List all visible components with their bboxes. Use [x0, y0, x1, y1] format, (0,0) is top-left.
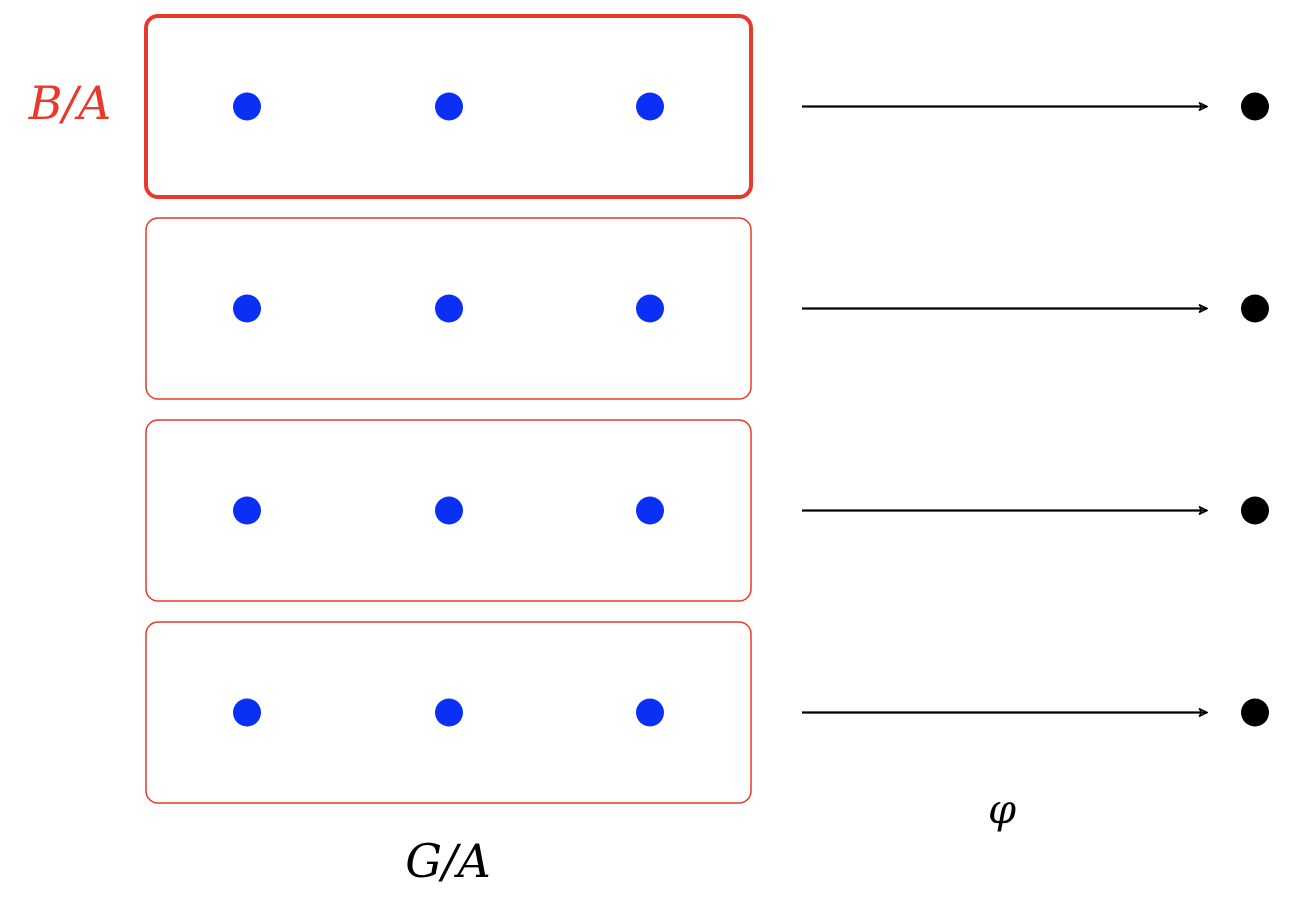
map-arrow-2	[802, 294, 1269, 323]
group-element-dot	[636, 294, 664, 323]
coset-2	[145, 217, 752, 400]
coset-box	[145, 621, 752, 804]
arrows-group	[802, 92, 1269, 727]
group-element-dot	[636, 92, 664, 121]
group-element-dot	[435, 294, 463, 323]
subgroup-quotient-label: B/A	[28, 76, 112, 130]
group-element-dot	[233, 496, 261, 525]
group-element-dot	[636, 698, 664, 727]
map-arrow-1	[802, 92, 1269, 121]
coset-3	[145, 419, 752, 602]
cosets-group	[144, 14, 753, 804]
image-point-dot	[1241, 294, 1269, 323]
coset-4	[145, 621, 752, 804]
group-element-dot	[636, 496, 664, 525]
group-element-dot	[233, 294, 261, 323]
image-point-dot	[1241, 698, 1269, 727]
map-arrow-4	[802, 698, 1269, 727]
group-quotient-label: G/A	[405, 834, 490, 888]
coset-1	[144, 14, 753, 199]
group-element-dot	[233, 698, 261, 727]
coset-box	[145, 217, 752, 400]
group-element-dot	[233, 92, 261, 121]
image-point-dot	[1241, 92, 1269, 121]
map-label: φ	[988, 787, 1016, 833]
image-point-dot	[1241, 496, 1269, 525]
map-arrow-3	[802, 496, 1269, 525]
group-element-dot	[435, 92, 463, 121]
coset-box	[145, 419, 752, 602]
group-element-dot	[435, 496, 463, 525]
group-element-dot	[435, 698, 463, 727]
highlighted-coset-box	[144, 14, 753, 199]
